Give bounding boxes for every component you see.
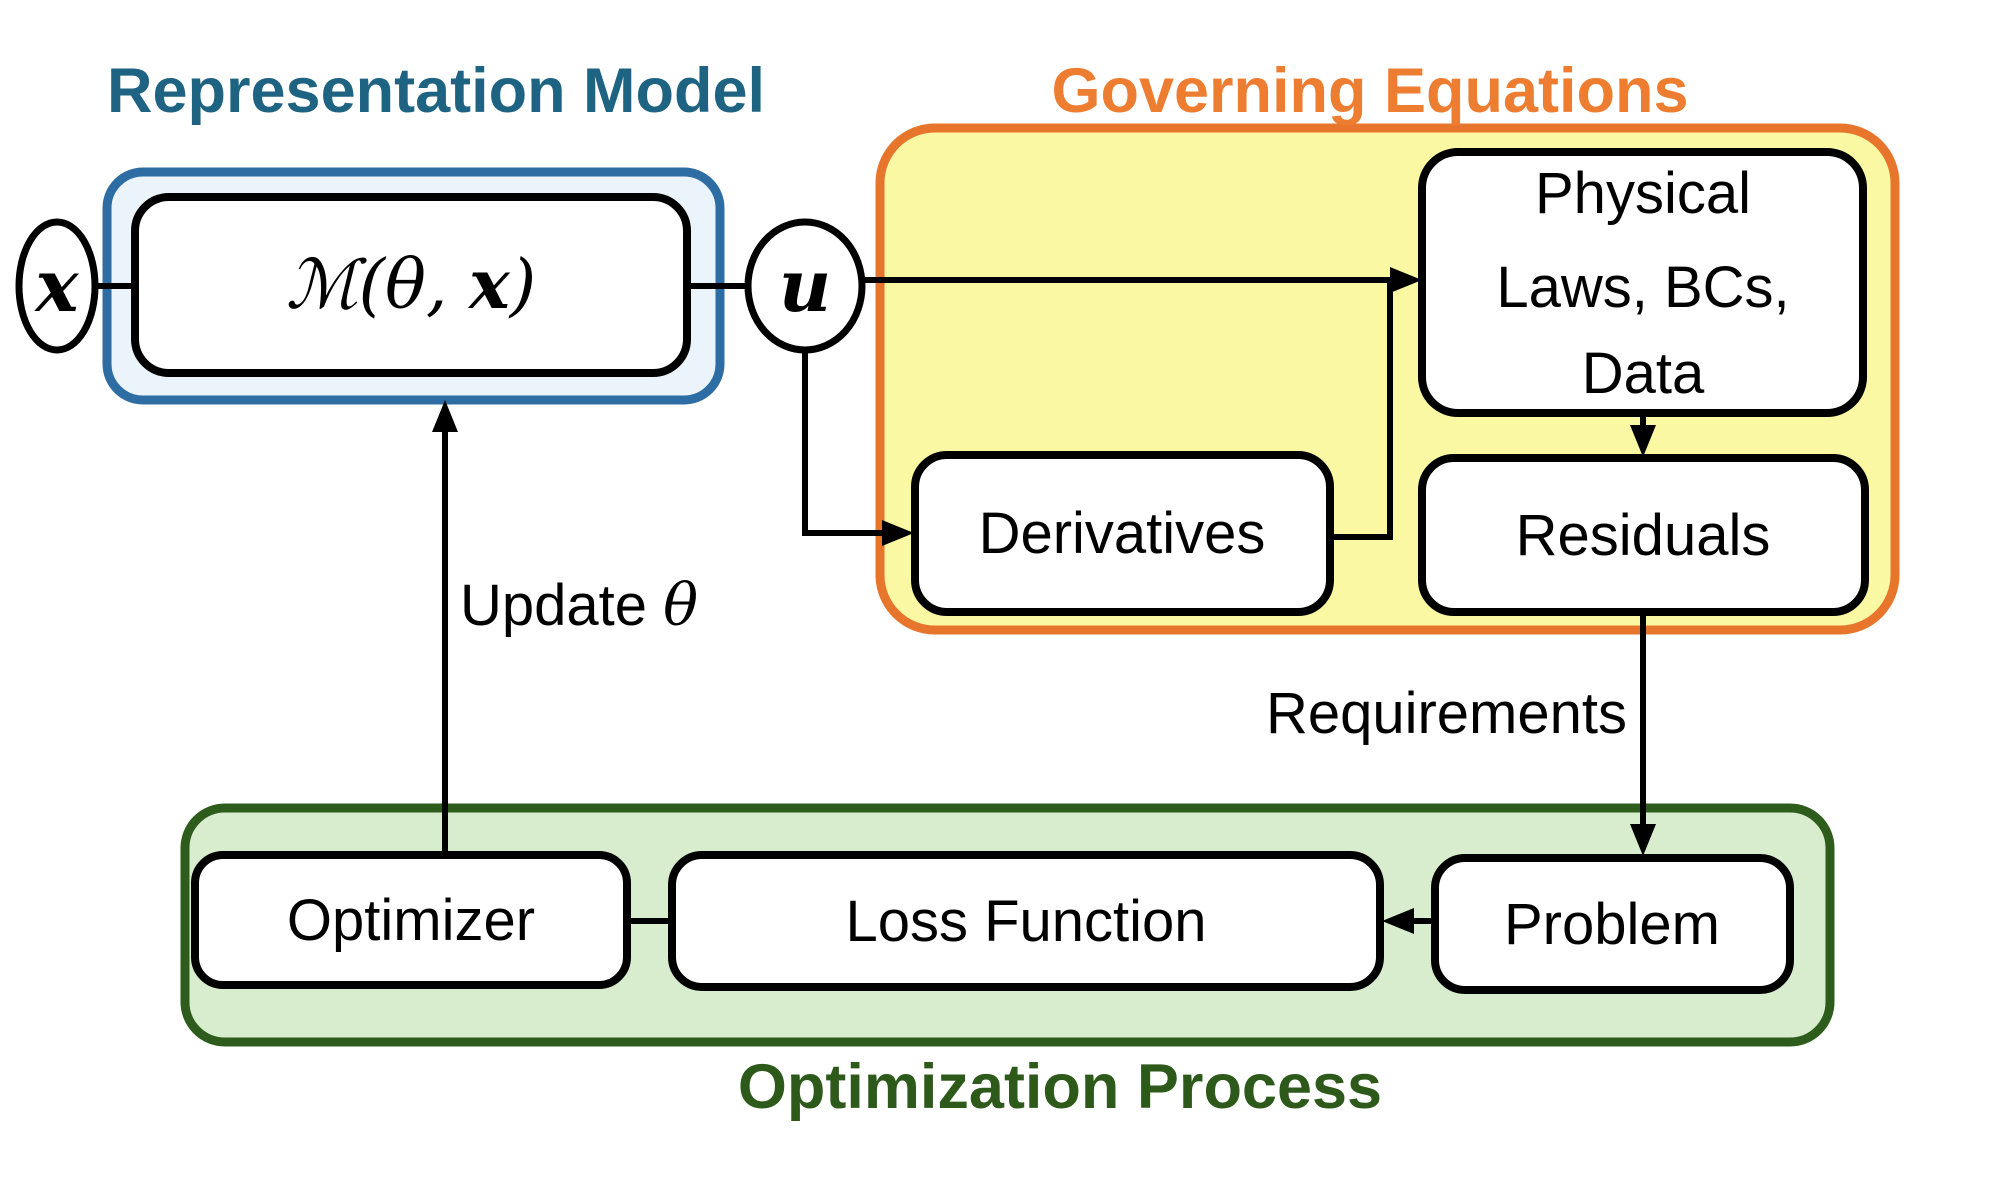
model-label-x: x <box>467 245 511 325</box>
optimizer-box <box>191 851 631 989</box>
model-box <box>131 193 691 377</box>
arrowhead-into-loss-function <box>1382 908 1414 934</box>
arrowhead-into-physical-laws <box>1390 267 1422 293</box>
optimizer-label: Optimizer <box>287 888 535 953</box>
arrowhead-into-representation-model <box>432 400 458 432</box>
governing-equations-title: Governing Equations <box>1051 56 1688 126</box>
theta-symbol: θ <box>663 571 698 639</box>
arrowhead-into-problem <box>1630 824 1656 856</box>
derivatives-label: Derivatives <box>979 501 1266 566</box>
physical-laws-line-1: Physical <box>1535 161 1751 226</box>
model-label: ℳ(θ, x) <box>286 245 537 325</box>
wire-derivatives-to-physical-laws <box>1330 283 1393 540</box>
requirements-label: Requirements <box>1266 681 1627 746</box>
update-theta-prefix: Update <box>460 573 663 638</box>
update-theta-label: Update θ <box>460 571 698 639</box>
arrow-u-to-derivatives <box>802 348 886 536</box>
residuals-label: Residuals <box>1516 503 1771 568</box>
physical-laws-line-3: Data <box>1582 341 1705 406</box>
problem-label: Problem <box>1504 892 1720 957</box>
loss-function-label: Loss Function <box>845 889 1206 954</box>
x-input-label: x <box>34 243 80 328</box>
representation-model-title: Representation Model <box>107 56 765 126</box>
derivatives-box <box>911 451 1334 616</box>
u-output-label: u <box>779 243 831 328</box>
loss-function-box <box>668 851 1384 991</box>
model-label-suffix: ) <box>508 246 537 325</box>
physical-laws-line-2: Laws, BCs, <box>1496 255 1789 320</box>
optimization-process-title: Optimization Process <box>738 1052 1382 1122</box>
physical-laws-box <box>1418 148 1867 417</box>
x-input-node <box>15 218 99 354</box>
residuals-box <box>1418 454 1869 616</box>
u-output-node <box>744 218 866 354</box>
model-label-prefix: ℳ(θ, <box>286 246 469 325</box>
problem-box <box>1431 854 1794 994</box>
arrowhead-into-residuals <box>1630 425 1656 457</box>
arrowhead-into-derivatives <box>882 520 914 546</box>
